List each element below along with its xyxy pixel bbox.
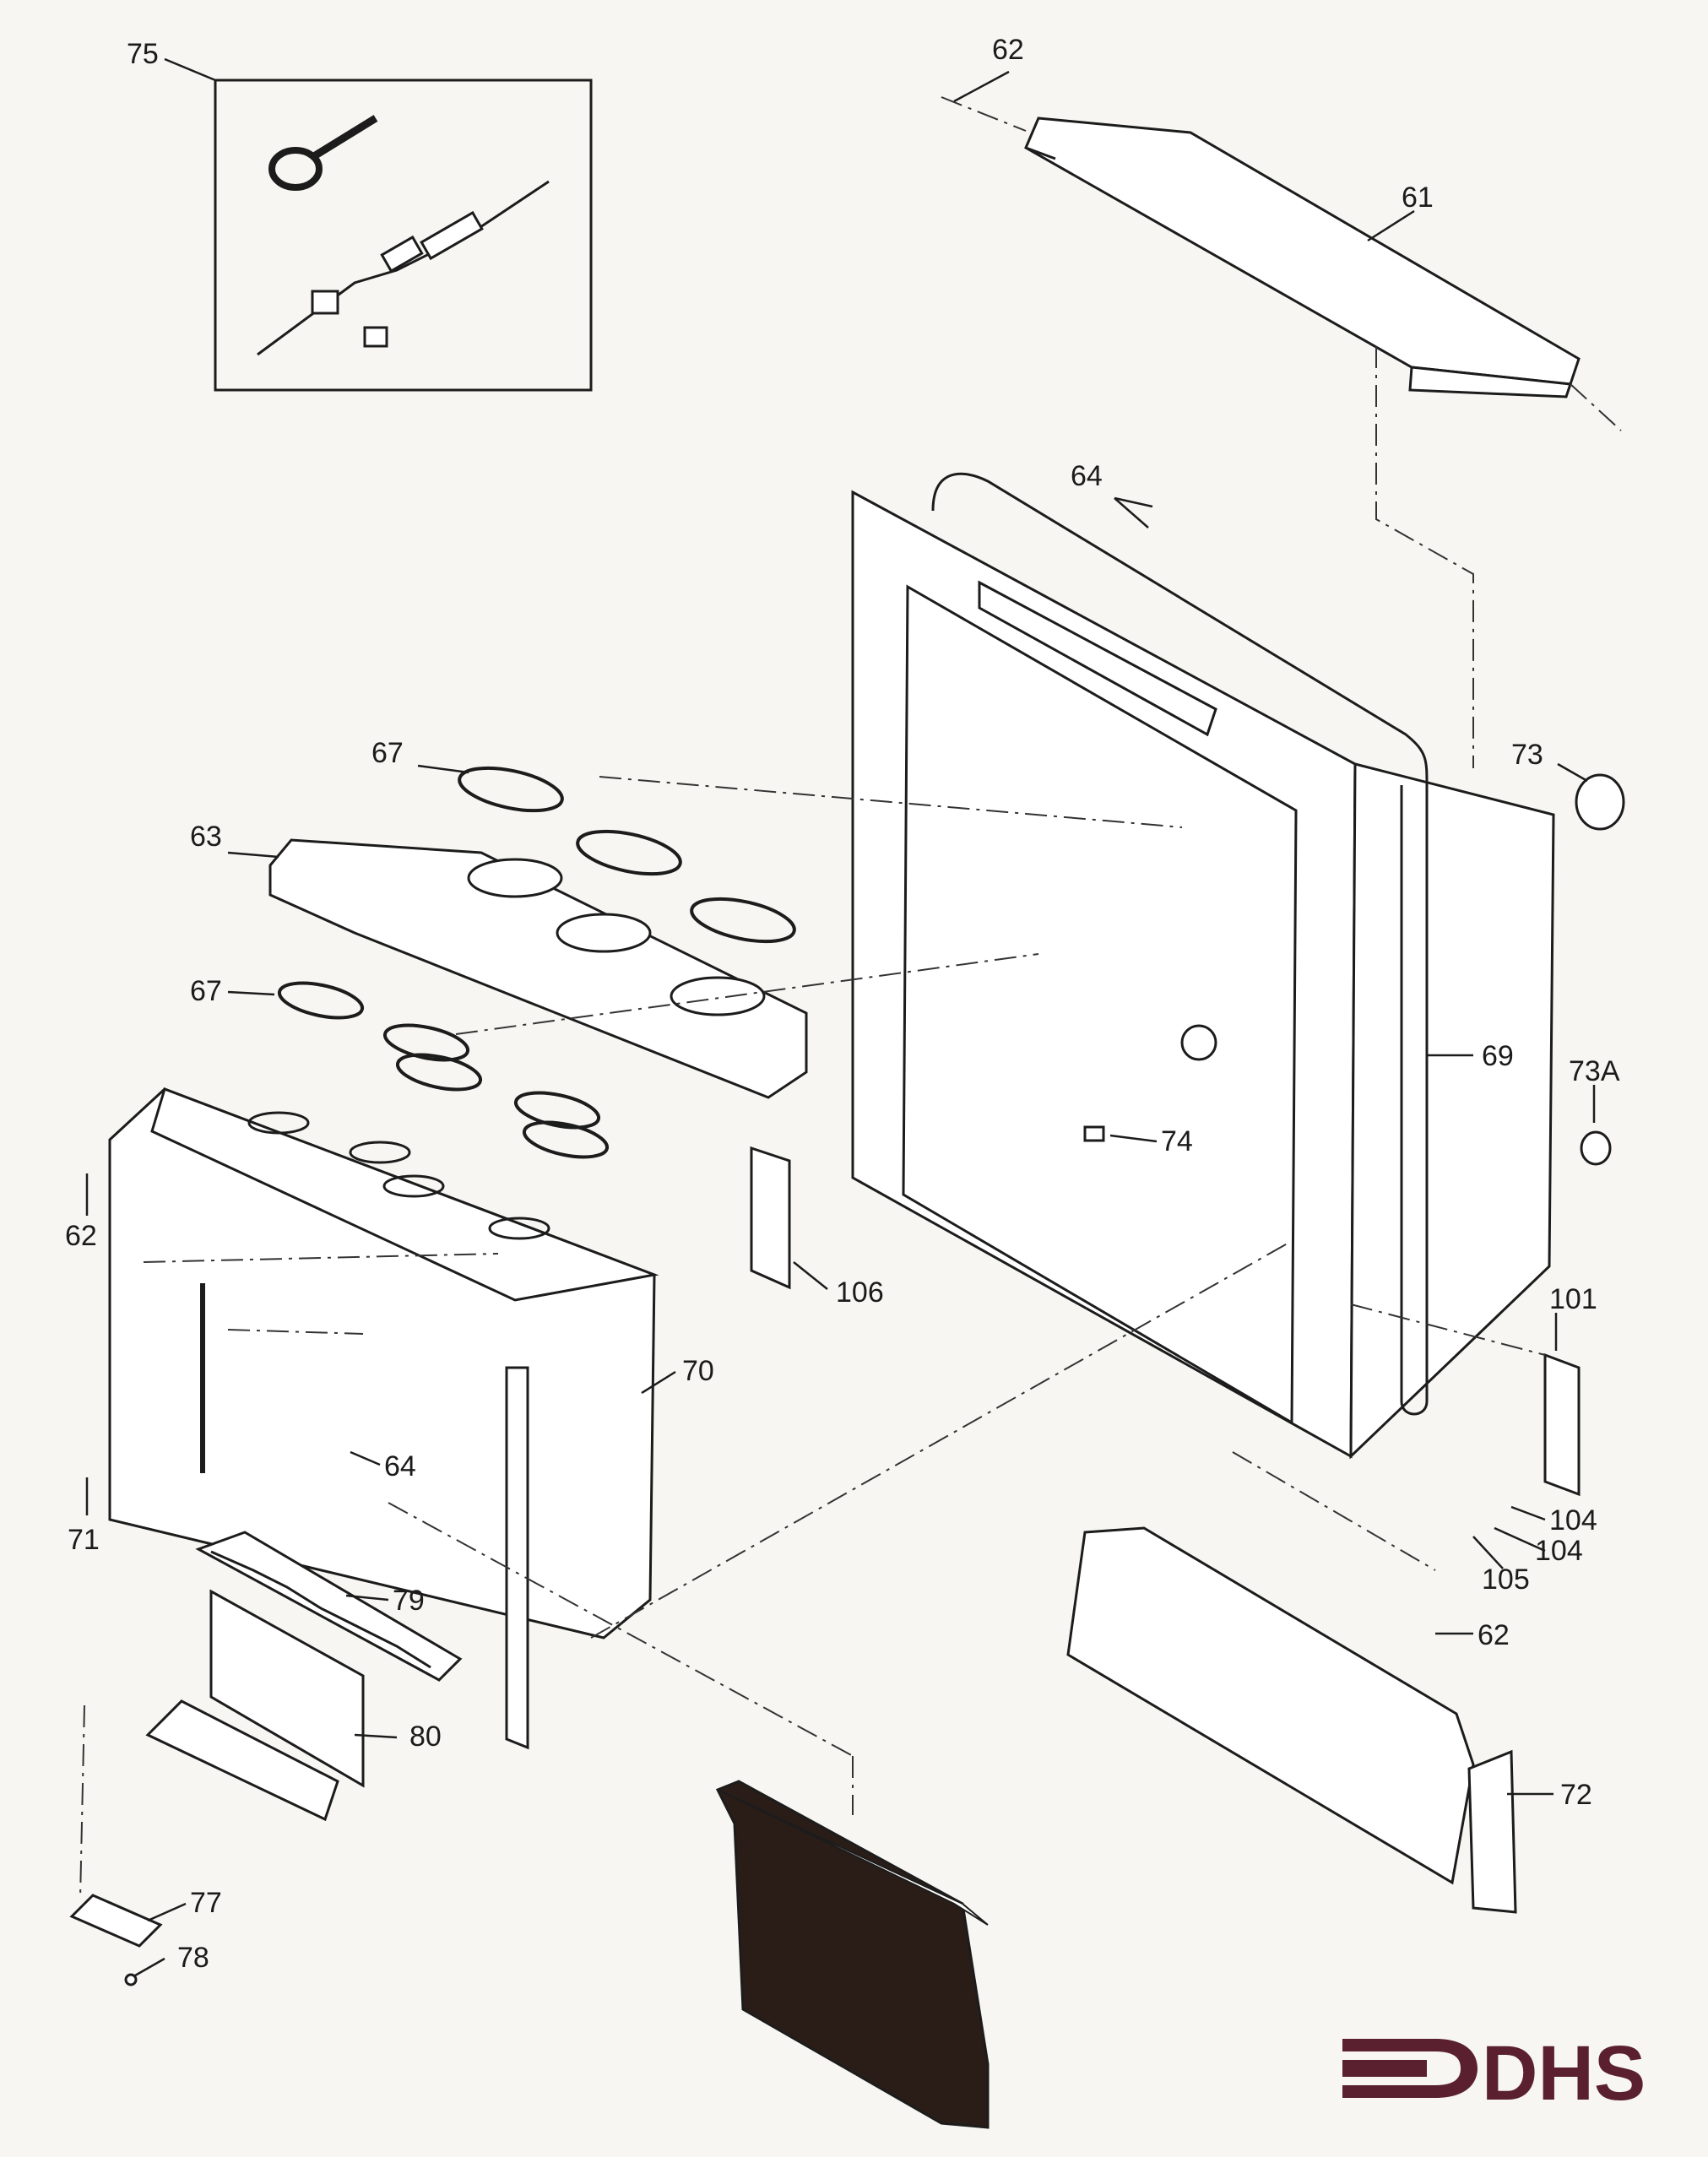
dhs-logo-text: DHS [1482,2030,1646,2116]
part-72-front-trim [1066,1526,1517,1914]
callout-64-left: 64 [384,1450,416,1482]
callout-62-left: 62 [65,1220,97,1252]
callout-73A: 73A [1569,1055,1620,1087]
callout-72: 72 [1560,1779,1592,1811]
callout-70: 70 [682,1355,714,1387]
callout-63: 63 [190,821,222,853]
callout-73: 73 [1511,739,1543,771]
callout-labels: 75 62 61 64 73 67 63 67 69 73A 74 62 106… [65,34,1620,1974]
part-78-screw [124,1973,138,1986]
part-73A-knob [1580,1130,1612,1166]
callout-104-a: 104 [1549,1504,1597,1536]
callout-104-b: 104 [1535,1535,1583,1567]
callout-78: 78 [177,1942,209,1974]
callout-62-right: 62 [1478,1619,1510,1651]
callout-77: 77 [190,1887,222,1919]
part-106-bracket [750,1146,791,1290]
front-glass-panel [715,1780,990,2129]
part-67-gasket-rings [277,766,796,1159]
callout-67-upper: 67 [371,737,404,769]
callout-80: 80 [409,1721,442,1753]
part-70-firebox [108,1087,659,1750]
callout-64-top: 64 [1071,460,1103,492]
part-73-knob [1575,773,1625,831]
part-75-kit-box [214,79,593,392]
callout-67-lower: 67 [190,975,222,1007]
dhs-logo: DHS [1342,2030,1646,2116]
part-69-cabinet [851,472,1555,1460]
callout-74: 74 [1161,1125,1193,1157]
part-77-bracket [69,1894,163,1948]
callout-62-top: 62 [992,34,1024,66]
callout-105: 105 [1482,1564,1530,1596]
part-74-clip [1083,1125,1105,1142]
part-79-ember-tray [195,1531,463,1682]
callout-69: 69 [1482,1040,1514,1072]
callout-79: 79 [393,1585,425,1617]
callout-71: 71 [68,1524,100,1556]
callout-75: 75 [127,38,159,70]
part-63-burner-manifold [268,838,808,1099]
assembly-lines [79,96,1622,1900]
callout-106: 106 [836,1276,884,1309]
callout-101: 101 [1549,1283,1597,1315]
part-80-ember-bed-bracket [145,1589,365,1822]
dhs-logo-mark [1342,2039,1478,2098]
part-61-top-cover [1024,117,1581,398]
leader-lines [85,57,1596,1977]
callout-61: 61 [1402,182,1434,214]
part-101-bracket [1543,1352,1581,1497]
